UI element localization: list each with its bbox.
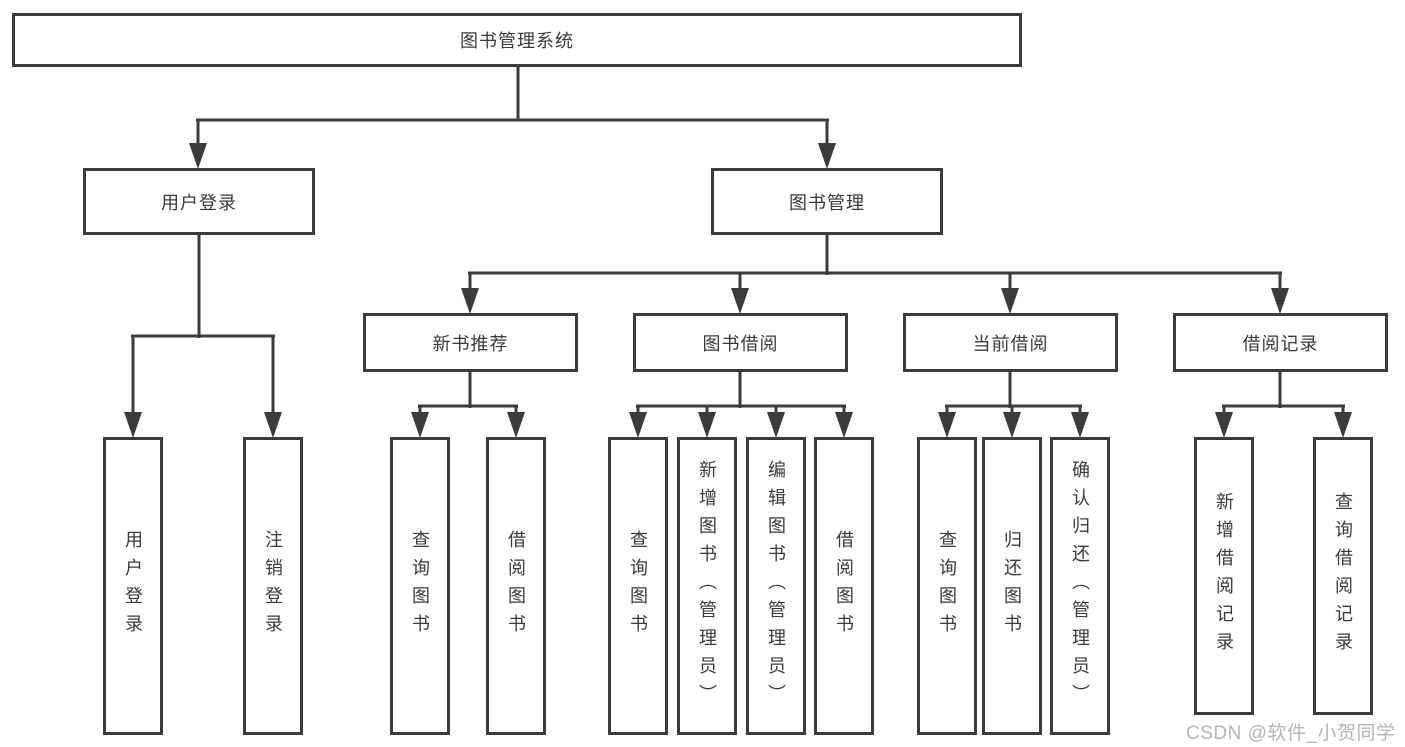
node-current-borrow: 当前借阅 <box>903 313 1118 372</box>
node-root-system: 图书管理系统 <box>12 13 1022 67</box>
node-book-borrow-label: 图书借阅 <box>702 333 779 354</box>
node-new-book-recommend: 新书推荐 <box>363 313 578 372</box>
leaf-borrow-books-label: 借阅图书 <box>834 530 854 642</box>
edge-borrow-records-to-leaves <box>1215 372 1352 438</box>
leaf-return-books: 归还图书 <box>982 437 1042 735</box>
csdn-watermark: CSDN @软件_小贺同学 <box>1186 723 1396 744</box>
node-borrow-records-label: 借阅记录 <box>1242 333 1319 354</box>
leaf-confirm-return-admin: 确认归还（管理员） <box>1050 437 1110 735</box>
edge-current-borrow-to-leaves <box>938 372 1089 438</box>
leaf-query-books-current: 查询图书 <box>917 437 977 735</box>
leaf-confirm-return-admin-label: 确认归还（管理员） <box>1070 460 1090 712</box>
leaf-borrow-books-recommend-label: 借阅图书 <box>506 530 526 642</box>
leaf-query-borrow-record: 查询借阅记录 <box>1313 437 1373 715</box>
leaf-add-borrow-record-label: 新增借阅记录 <box>1214 492 1234 660</box>
edge-user-login-to-leaves <box>124 235 282 438</box>
node-book-borrow: 图书借阅 <box>633 313 848 372</box>
node-new-book-recommend-label: 新书推荐 <box>432 333 509 354</box>
leaf-add-books-admin: 新增图书（管理员） <box>677 437 737 735</box>
leaf-logout-label: 注销登录 <box>263 530 283 642</box>
leaf-query-books-borrow: 查询图书 <box>608 437 668 735</box>
leaf-query-books-borrow-label: 查询图书 <box>628 530 648 642</box>
node-borrow-records: 借阅记录 <box>1173 313 1388 372</box>
edge-root-to-level2 <box>189 67 836 169</box>
leaf-user-login: 用户登录 <box>103 437 163 735</box>
leaf-query-borrow-record-label: 查询借阅记录 <box>1333 492 1353 660</box>
leaf-borrow-books: 借阅图书 <box>814 437 874 735</box>
edge-book-management-to-level3 <box>461 235 1289 314</box>
node-user-login: 用户登录 <box>83 168 315 235</box>
node-book-management-label: 图书管理 <box>789 192 865 213</box>
leaf-edit-books-admin-label: 编辑图书（管理员） <box>766 460 786 712</box>
node-root-system-label: 图书管理系统 <box>460 31 574 51</box>
edge-book-borrow-to-leaves <box>629 372 853 438</box>
leaf-add-books-admin-label: 新增图书（管理员） <box>697 460 717 712</box>
edge-new-book-recommend-to-leaves <box>411 372 525 438</box>
node-book-management: 图书管理 <box>711 168 943 235</box>
leaf-user-login-label: 用户登录 <box>123 530 143 642</box>
leaf-query-books-current-label: 查询图书 <box>937 530 957 642</box>
leaf-edit-books-admin: 编辑图书（管理员） <box>746 437 806 735</box>
leaf-logout: 注销登录 <box>243 437 303 735</box>
node-current-borrow-label: 当前借阅 <box>972 333 1049 354</box>
node-user-login-label: 用户登录 <box>161 192 237 213</box>
leaf-query-books-recommend: 查询图书 <box>390 437 450 735</box>
leaf-add-borrow-record: 新增借阅记录 <box>1194 437 1254 715</box>
leaf-borrow-books-recommend: 借阅图书 <box>486 437 546 735</box>
leaf-return-books-label: 归还图书 <box>1002 530 1022 642</box>
leaf-query-books-recommend-label: 查询图书 <box>410 530 430 642</box>
